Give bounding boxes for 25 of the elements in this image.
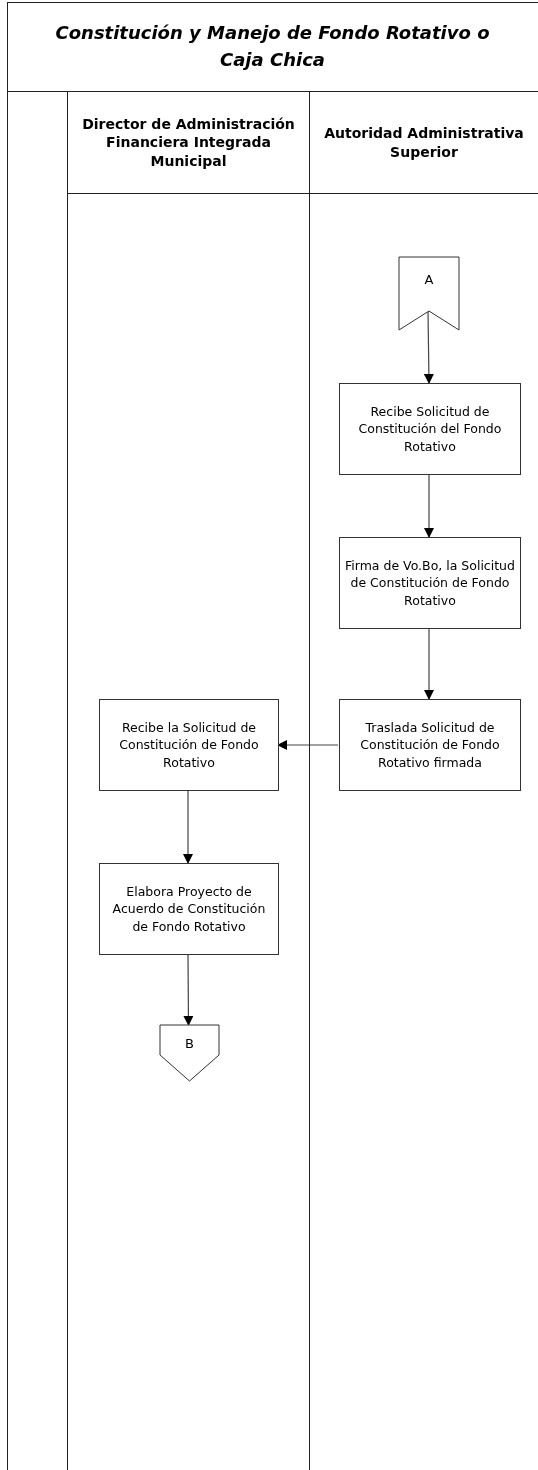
process-text: Elabora Proyecto de Acuerdo de Constitución de Fondo Rotativo [111, 882, 267, 936]
arrow [183, 954, 194, 1026]
off-page-connector [160, 1025, 219, 1081]
swimlane [309, 92, 538, 1470]
arrow [424, 474, 434, 538]
lane-header: Director de Administración Financiera Integrada Municipal [68, 92, 309, 194]
arrow [424, 628, 434, 700]
off-page-connector [399, 257, 459, 330]
connector-label: B [185, 1036, 194, 1053]
arrow [277, 740, 339, 750]
arrow [423, 310, 434, 384]
diagram-title: Constitución y Manejo de Fondo Rotativo o Caja Chica [54, 21, 491, 72]
process-text: Recibe Solicitud de Constitución del Fondo Rotativo [357, 402, 503, 456]
process-box [99, 699, 279, 791]
process-box [339, 383, 521, 475]
process-box [339, 699, 521, 791]
process-text: Firma de Vo.Bo, la Solicitud de Constitución de Fondo Rotativo [344, 556, 516, 610]
process-text: Traslada Solicitud de Constitución de Fondo Rotativo firmada [359, 718, 501, 772]
arrow [183, 790, 193, 864]
process-text: Recibe la Solicitud de Constitución de Fondo Rotativo [118, 718, 260, 772]
process-box [99, 863, 279, 955]
lane-header: Autoridad Administrativa Superior [310, 92, 538, 194]
connector-label: A [424, 272, 434, 289]
swimlane [67, 92, 309, 1470]
process-box [339, 537, 521, 629]
